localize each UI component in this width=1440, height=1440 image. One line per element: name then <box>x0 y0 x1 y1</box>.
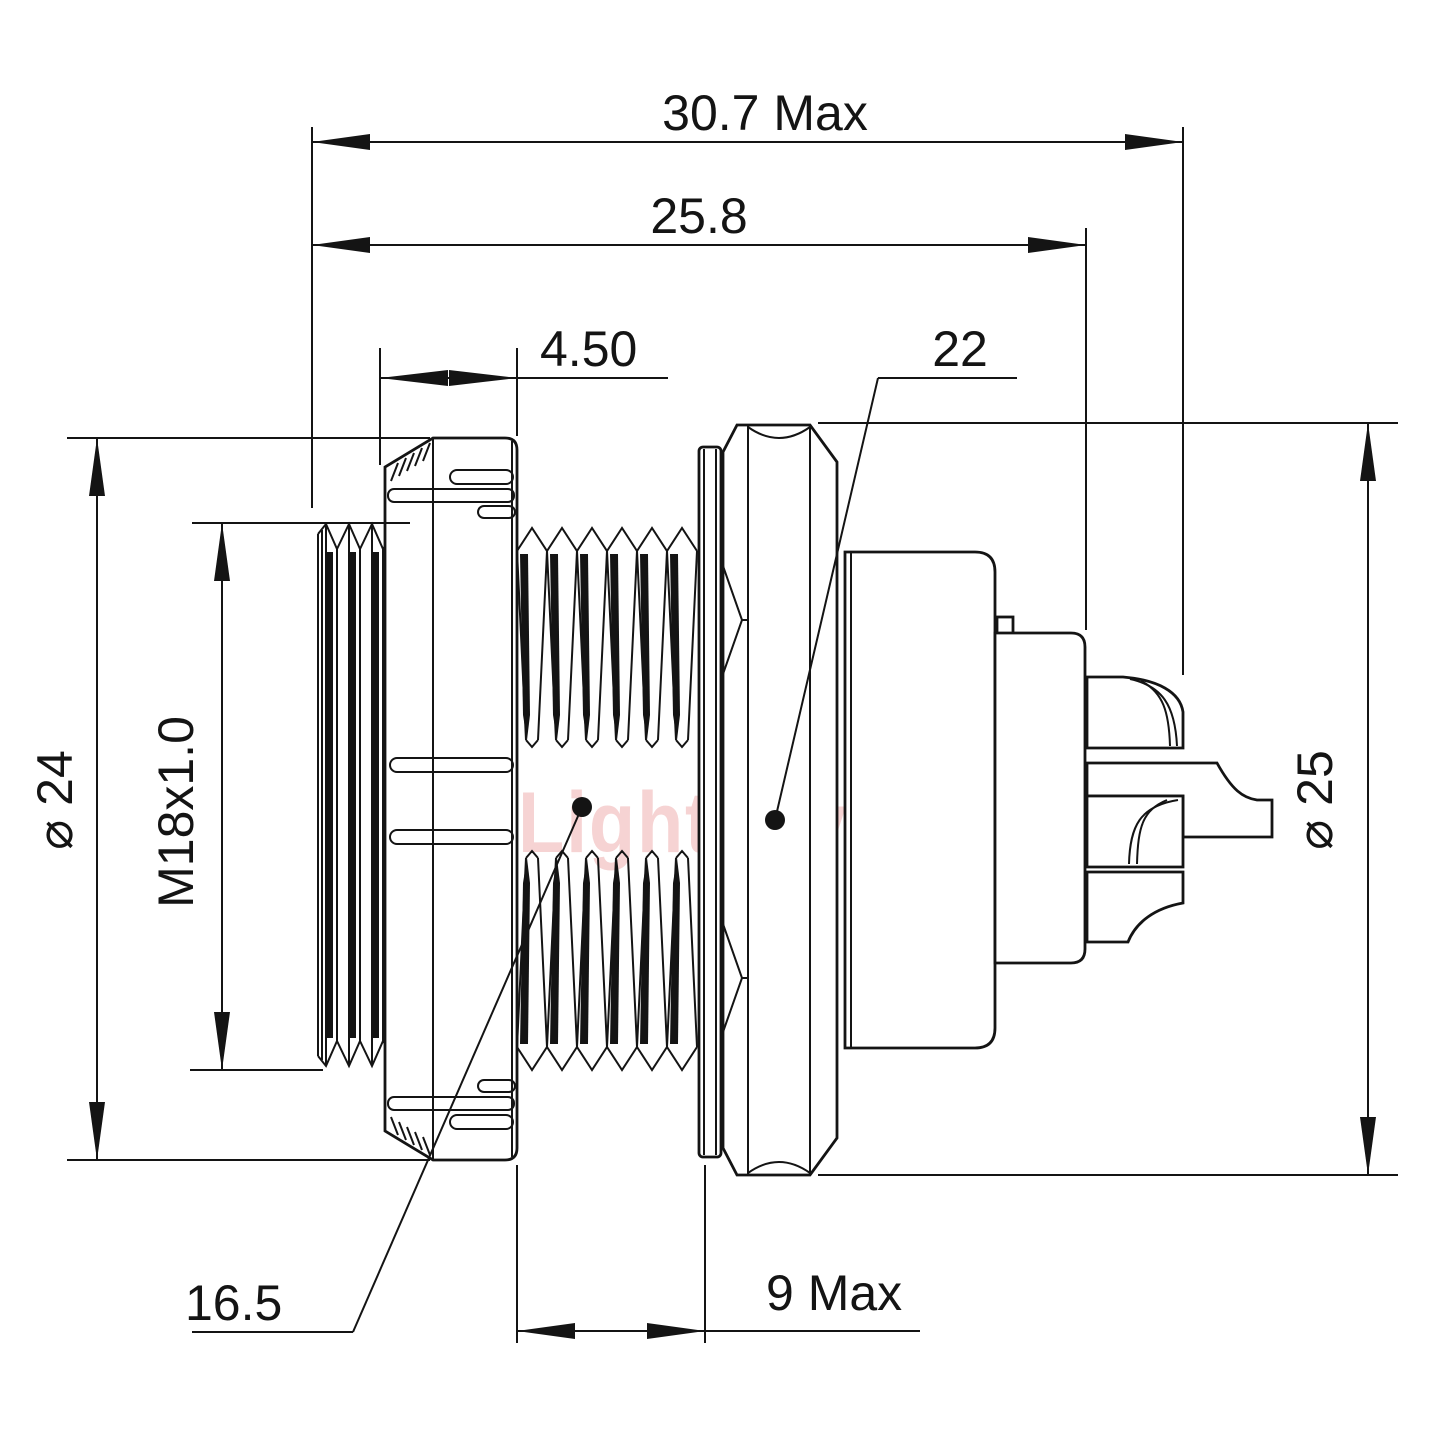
panel-washer <box>697 445 723 1159</box>
dim-thread-spec: M18x1.0 <box>148 522 410 1071</box>
dim-front-diameter: ⌀ 24 <box>27 437 430 1161</box>
dim-overall-length-label: 30.7 Max <box>662 85 868 141</box>
leader-dot-nut <box>765 810 785 830</box>
dim-front-section-length-label: 16.5 <box>185 1275 282 1331</box>
dim-collar-length: 4.50 <box>379 321 668 465</box>
dim-nut-across-flats: 22 <box>765 321 1017 830</box>
leader-dot-thread <box>572 797 592 817</box>
solder-contacts <box>1085 675 1274 944</box>
dim-front-diameter-label: ⌀ 24 <box>27 750 83 850</box>
dim-rear-diameter-label: ⌀ 25 <box>1287 750 1343 850</box>
solder-cup-top <box>1085 675 1185 750</box>
dim-collar-length-label: 4.50 <box>540 321 637 377</box>
thread-section <box>516 526 698 1072</box>
dim-rear-diameter: ⌀ 25 <box>818 422 1398 1176</box>
contact-flange-bottom <box>1085 870 1185 944</box>
knurl-hatch-bottom <box>390 1116 431 1156</box>
dim-thread-length-label: 9 Max <box>766 1265 902 1321</box>
front-knurled-ring <box>317 521 387 1069</box>
dim-nut-across-flats-label: 22 <box>932 321 988 377</box>
dim-thread-spec-label: M18x1.0 <box>148 716 204 908</box>
dim-front-section-length: 16.5 <box>185 797 592 1333</box>
dim-overall-length: 30.7 Max <box>311 85 1184 675</box>
dim-length-to-panel-label: 25.8 <box>650 188 747 244</box>
knurl-hatch-top <box>390 442 431 482</box>
dim-length-to-panel: 25.8 <box>312 188 1087 630</box>
connector-drawing <box>317 423 1274 1177</box>
rear-insulator <box>993 615 1087 965</box>
solder-cup-bottom <box>1085 794 1185 869</box>
coupling-collar <box>383 436 519 1162</box>
rear-body <box>843 550 997 1050</box>
dimensions: 30.7 Max 25.8 4.50 22 <box>27 85 1398 1343</box>
dim-thread-length: 9 Max <box>516 1165 920 1343</box>
